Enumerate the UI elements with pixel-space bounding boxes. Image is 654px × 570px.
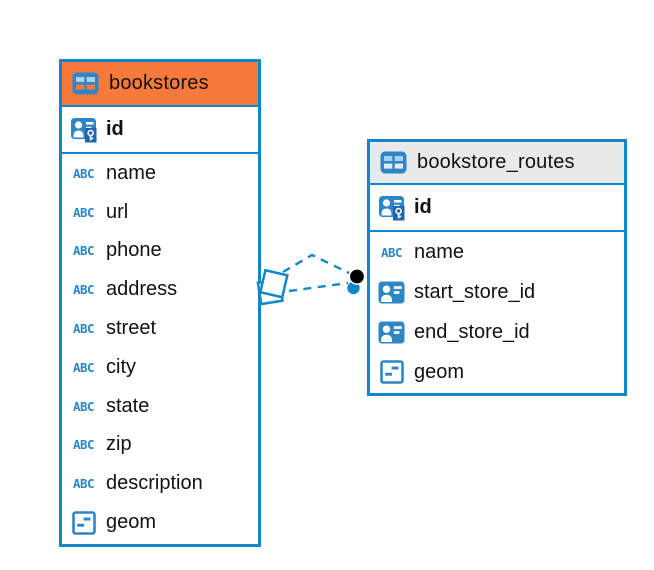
column-label: url — [106, 200, 129, 223]
column-label: geom — [414, 360, 465, 383]
column-row-url[interactable]: ABC url — [62, 193, 258, 232]
entity-table-bookstore-routes[interactable]: bookstore_routes id ABC name start_store_i… — [367, 139, 627, 396]
primary-key-row[interactable]: id — [62, 107, 258, 152]
table-icon — [71, 72, 100, 95]
relationship-link[interactable] — [256, 253, 366, 306]
column-label: name — [106, 161, 157, 184]
relationship-target-dot-marker[interactable] — [347, 268, 366, 295]
column-row-start_store_id[interactable]: start_store_id — [370, 272, 624, 312]
relationship-line-upper[interactable] — [282, 253, 350, 275]
text-abc-icon: ABC — [72, 321, 95, 337]
column-row-name[interactable]: ABC name — [370, 232, 624, 272]
column-row-zip[interactable]: ABC zip — [62, 426, 258, 465]
column-row-street[interactable]: ABC street — [62, 309, 258, 348]
person-key-icon — [69, 117, 98, 143]
column-row-city[interactable]: ABC city — [62, 348, 258, 387]
column-row-state[interactable]: ABC state — [62, 387, 258, 426]
column-label: zip — [106, 433, 132, 456]
text-abc-icon: ABC — [72, 437, 95, 453]
column-row-end_store_id[interactable]: end_store_id — [370, 312, 624, 352]
column-row-description[interactable]: ABC description — [62, 464, 258, 503]
primary-key-row[interactable]: id — [370, 185, 624, 230]
column-row-phone[interactable]: ABC phone — [62, 232, 258, 271]
table-icon — [379, 151, 408, 174]
person-key-icon — [377, 195, 406, 221]
geometry-icon — [377, 360, 406, 384]
column-label: address — [106, 278, 178, 301]
column-row-geom[interactable]: geom — [370, 352, 624, 392]
table-title: bookstores — [109, 72, 209, 94]
text-abc-icon: ABC — [72, 282, 95, 298]
column-row-name[interactable]: ABC name — [62, 154, 258, 193]
text-abc-icon: ABC — [380, 244, 403, 260]
text-abc-icon: ABC — [72, 359, 95, 375]
text-abc-icon: ABC — [72, 165, 95, 181]
column-label: start_store_id — [414, 280, 536, 303]
primary-key-section: id — [370, 185, 624, 232]
column-row-address[interactable]: ABC address — [62, 270, 258, 309]
table-title: bookstore_routes — [417, 151, 575, 173]
column-label: phone — [106, 239, 162, 262]
person-ref-icon — [377, 321, 406, 344]
column-label: description — [106, 472, 203, 495]
column-label: street — [106, 317, 157, 340]
geometry-icon — [69, 510, 98, 535]
column-label: id — [414, 196, 432, 218]
relationship-source-diamond-marker[interactable] — [256, 268, 289, 306]
text-abc-icon: ABC — [72, 476, 95, 492]
table-header[interactable]: bookstores — [62, 62, 258, 107]
text-abc-icon: ABC — [72, 204, 95, 220]
column-label: city — [106, 355, 136, 378]
column-row-geom[interactable]: geom — [62, 503, 258, 542]
column-label: name — [414, 240, 465, 263]
text-abc-icon: ABC — [72, 243, 95, 259]
primary-key-section: id — [62, 107, 258, 154]
text-abc-icon: ABC — [72, 398, 95, 414]
column-label: geom — [106, 511, 157, 534]
relationship-line-lower[interactable] — [288, 281, 349, 293]
column-label: state — [106, 394, 150, 417]
person-ref-icon — [377, 281, 406, 304]
column-label: id — [106, 118, 124, 140]
column-label: end_store_id — [414, 320, 530, 343]
table-header[interactable]: bookstore_routes — [370, 142, 624, 185]
